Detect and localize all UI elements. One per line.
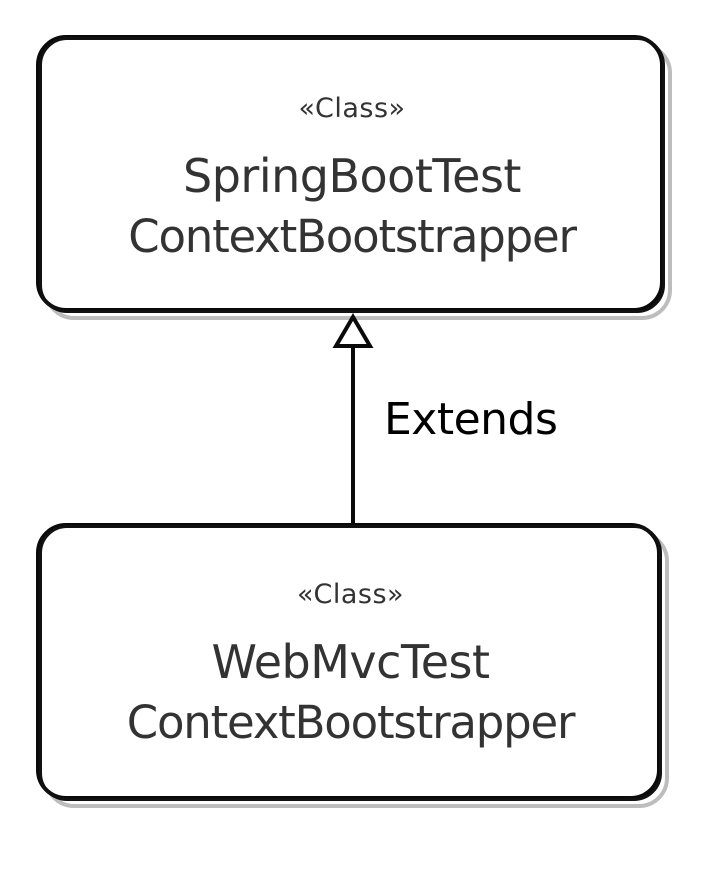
- class-box-springboottest-context-bootstrapper[interactable]: «Class» SpringBootTest ContextBootstrapp…: [36, 35, 672, 320]
- class-name-line-1: WebMvcTest: [211, 635, 490, 689]
- class-name-line-1: SpringBootTest: [183, 149, 521, 203]
- class-box-outline-sketch: [39, 37, 665, 313]
- class-box-content: «Class» WebMvcTest ContextBootstrapper: [36, 523, 665, 805]
- class-stereotype: «Class»: [296, 579, 405, 610]
- class-box-webmvctest-context-bootstrapper[interactable]: «Class» WebMvcTest ContextBootstrapper: [36, 523, 669, 808]
- class-box-outline: [36, 523, 661, 800]
- relationship-label-extends: Extends: [384, 394, 558, 445]
- class-box-content: «Class» SpringBootTest ContextBootstrapp…: [36, 35, 668, 316]
- class-name-line-2: ContextBootstrapper: [126, 696, 576, 750]
- class-box-outline: [36, 35, 664, 312]
- class-stereotype: «Class»: [298, 93, 406, 124]
- class-box-outline-sketch: [39, 525, 662, 801]
- class-name-line-2: ContextBootstrapper: [128, 210, 577, 264]
- generalization-arrowhead-icon: [332, 313, 374, 348]
